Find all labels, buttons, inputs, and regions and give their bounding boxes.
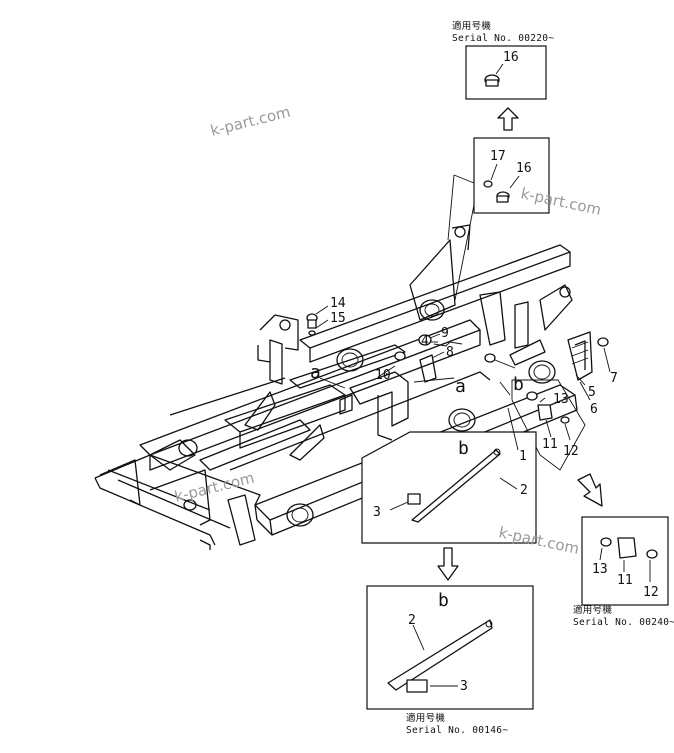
callout-middle: b 2 3	[361, 431, 537, 544]
detail-outline	[511, 379, 586, 471]
callout-top-part-16: 16	[503, 50, 519, 65]
label-b: b	[513, 374, 524, 395]
callout-right-frame	[581, 516, 669, 606]
block-icon	[407, 493, 421, 505]
leader-line	[453, 174, 475, 184]
callout-upper: 17 16	[473, 137, 550, 214]
label-11: 11	[542, 437, 558, 452]
leader-line	[499, 477, 518, 490]
callout-middle-b: b	[458, 438, 469, 459]
pin-icon	[537, 404, 553, 421]
label-10: 10	[375, 368, 391, 383]
callout-right-part-13: 13	[592, 562, 608, 577]
label-14: 14	[330, 296, 346, 311]
callout-right-part-12: 12	[643, 585, 659, 600]
washer-icon	[526, 391, 538, 401]
callout-bottom: b 2 3 適用号機 Serial No. 00146~	[366, 585, 534, 736]
callout-bottom-jp-label: 適用号機	[406, 712, 445, 724]
callout-right-part-11: 11	[617, 573, 633, 588]
label-7: 7	[610, 371, 618, 386]
watermark: k-part.com	[497, 523, 581, 558]
bolt-icon	[394, 351, 406, 361]
arrow-down-right-icon	[577, 473, 603, 507]
label-8: 8	[446, 345, 454, 360]
callout-upper-part-17: 17	[490, 149, 506, 164]
callout-bottom-part-2: 2	[408, 613, 416, 628]
watermark: k-part.com	[173, 469, 257, 506]
bolt-icon	[484, 74, 500, 87]
main-labels: 14 15 9 8 4 10 a a b 13 11 12 5 6 7 1	[310, 296, 618, 464]
bolt-icon	[646, 549, 658, 559]
nut-icon	[418, 334, 432, 346]
label-13: 13	[553, 392, 569, 407]
callout-right-serial: Serial No. 00240~	[573, 617, 674, 628]
watermark: k-part.com	[209, 103, 293, 140]
callout-bottom-serial: Serial No. 00146~	[406, 725, 508, 736]
bolt-icon	[484, 353, 496, 363]
callout-upper-part-16: 16	[516, 161, 532, 176]
leader-line	[447, 174, 455, 241]
main-leaders	[315, 305, 611, 451]
label-a-1: a	[310, 362, 321, 383]
leader-line	[490, 163, 498, 181]
label-4: 4	[421, 334, 429, 349]
label-5: 5	[588, 385, 596, 400]
callout-middle-part-3: 3	[373, 505, 381, 520]
washer-icon	[483, 180, 493, 188]
callout-right-jp-label: 適用号機	[573, 604, 612, 616]
label-1: 1	[519, 449, 527, 464]
label-12: 12	[563, 444, 579, 459]
block-icon	[406, 679, 428, 693]
callout-bottom-b: b	[438, 590, 449, 611]
arrow-up-icon	[497, 107, 519, 131]
callout-upper-frame	[473, 137, 550, 214]
callout-top: 適用号機 Serial No. 00220~ 16	[452, 20, 554, 100]
arrow-down-icon	[437, 547, 459, 581]
leader-line	[495, 63, 504, 75]
bolt-icon	[496, 191, 510, 203]
callout-top-jp-label: 適用号機	[452, 20, 491, 32]
leader-line	[509, 175, 520, 189]
label-15: 15	[330, 311, 346, 326]
bolt-icon	[560, 416, 570, 424]
plate-icon	[419, 354, 437, 383]
label-a-2: a	[455, 376, 466, 397]
rod-icon	[411, 449, 501, 523]
leader-line	[599, 547, 603, 561]
callout-top-serial: Serial No. 00220~	[452, 33, 554, 44]
bolt-icon	[597, 337, 609, 347]
leader-line	[412, 624, 425, 651]
pin-icon	[617, 537, 637, 559]
rod-icon	[387, 619, 493, 691]
callout-middle-part-2: 2	[520, 483, 528, 498]
label-9: 9	[441, 326, 449, 341]
leader-line	[454, 204, 475, 301]
leader-line	[389, 501, 409, 511]
washer-icon	[600, 537, 612, 547]
callout-right: 13 11 12 適用号機 Serial No. 00240~	[573, 516, 674, 628]
label-6: 6	[590, 402, 598, 417]
callout-top-frame	[465, 45, 547, 100]
callout-bottom-part-3: 3	[460, 679, 468, 694]
watermark: k-part.com	[519, 184, 603, 219]
